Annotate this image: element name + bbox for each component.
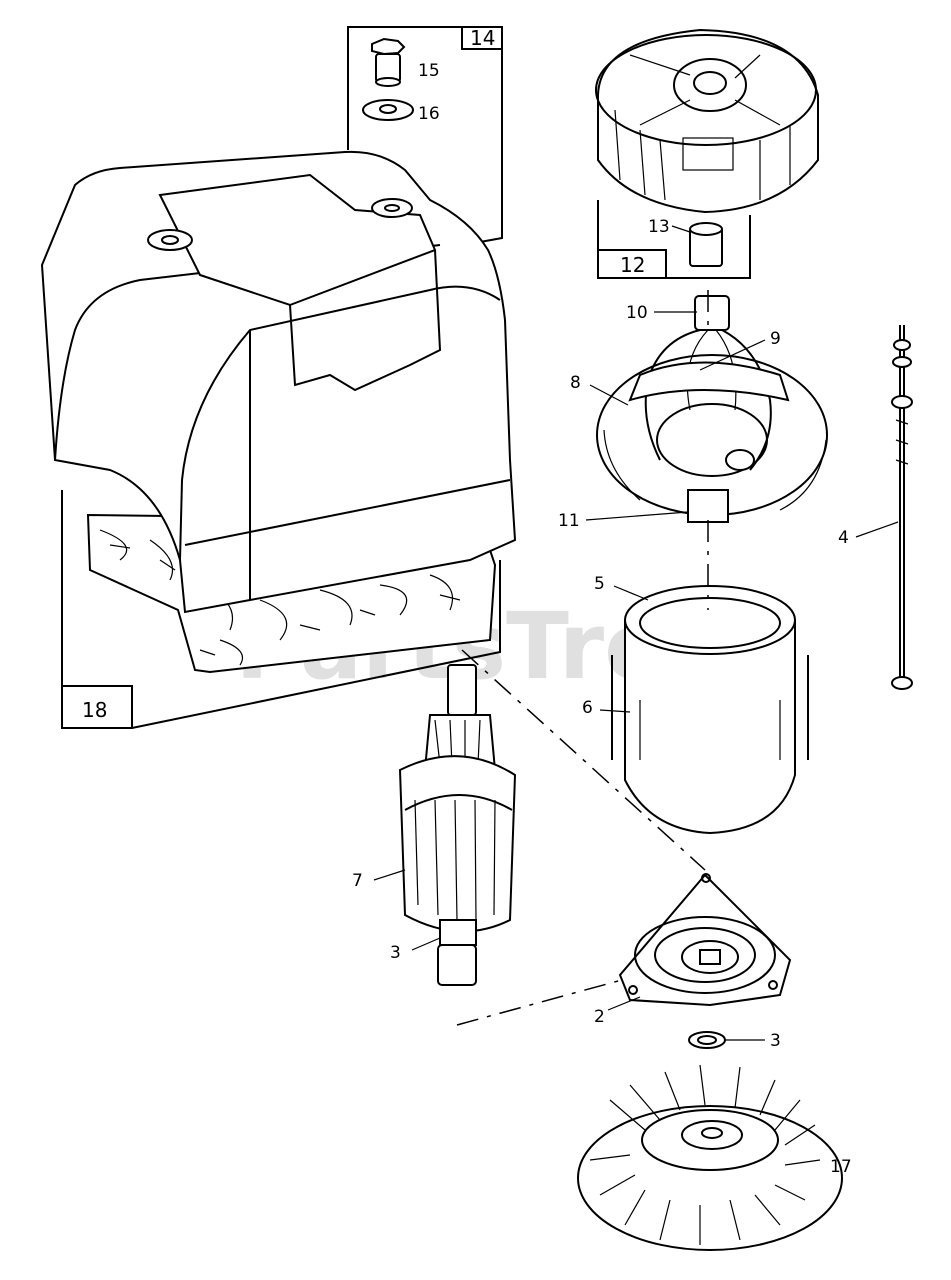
motor-cover-part: [40, 150, 517, 614]
bearing-kit-box: 12 13: [597, 200, 751, 279]
box-number-18: 18: [82, 698, 107, 722]
callout-3-armature: 3: [390, 943, 401, 963]
tie-rod-part: [891, 325, 913, 690]
end-bell-part: [618, 873, 792, 1007]
bolt-kit-box: 14 15 16: [347, 26, 503, 243]
callout-15: 15: [418, 61, 440, 81]
callout-9: 9: [770, 329, 781, 349]
callout-10: 10: [626, 303, 648, 323]
field-housing-part: [611, 585, 809, 835]
callout-8: 8: [570, 373, 581, 393]
callout-2: 2: [594, 1007, 605, 1027]
callout-17: 17: [830, 1157, 852, 1177]
axis-line: [456, 974, 641, 1026]
motor-end-cap-part: [595, 28, 819, 214]
callout-13: 13: [648, 217, 670, 237]
lower-bearing-part: [688, 1031, 726, 1049]
sleeve-bearing-part: [689, 222, 723, 267]
callout-11: 11: [558, 511, 580, 531]
bolt-part: [371, 37, 406, 87]
callout-3-lower: 3: [770, 1031, 781, 1051]
box-number-12: 12: [620, 253, 645, 277]
callout-16: 16: [418, 104, 440, 124]
callout-6: 6: [582, 698, 593, 718]
box-number-14: 14: [470, 26, 495, 50]
axis-line: [461, 649, 706, 871]
callout-5: 5: [594, 574, 605, 594]
callout-7: 7: [352, 871, 363, 891]
cooling-fan-part: [577, 1064, 843, 1251]
brush-holder-assembly-part: [596, 295, 828, 523]
armature-part: [398, 664, 517, 986]
cover-kit-box: 18: [61, 490, 501, 729]
washer-part: [362, 99, 414, 121]
callout-4: 4: [838, 528, 849, 548]
